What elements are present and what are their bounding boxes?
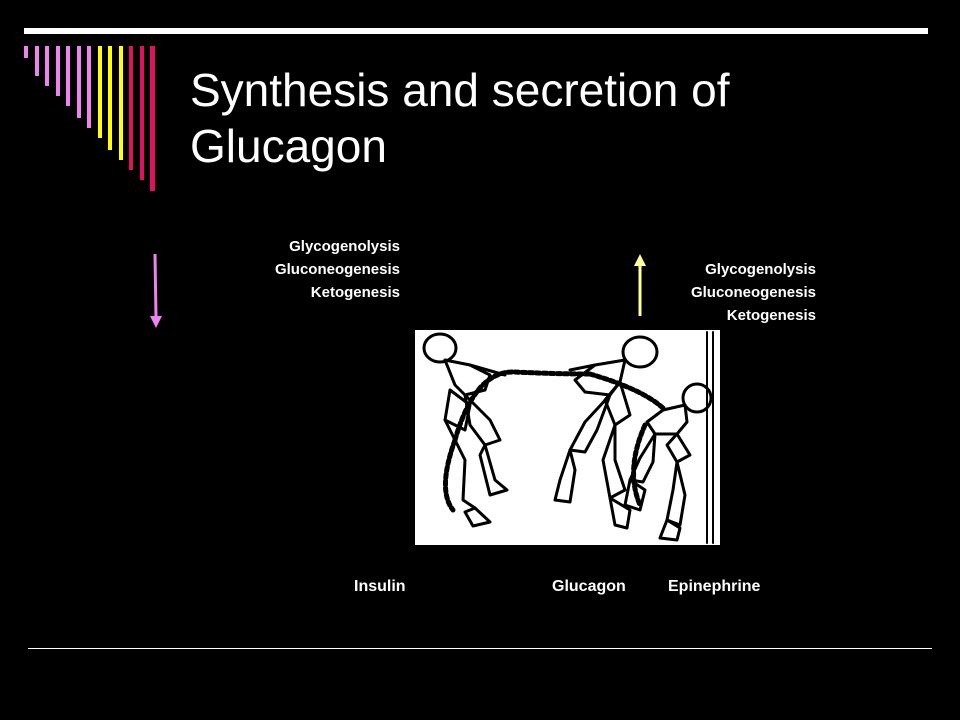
title-line-2: Glucagon xyxy=(190,120,387,172)
down-arrow-icon xyxy=(150,253,162,328)
effect-item: Glycogenolysis xyxy=(705,261,816,278)
left-effects-list: Glycogenolysis Gluconeogenesis Ketogenes… xyxy=(200,235,400,304)
decorative-stripes xyxy=(24,46,155,191)
tug-of-war-illustration xyxy=(415,330,720,545)
top-rule xyxy=(24,28,928,34)
stripe xyxy=(87,46,91,128)
epinephrine-label: Epinephrine xyxy=(668,578,761,595)
effect-item: Ketogenesis xyxy=(310,284,400,301)
stripe xyxy=(24,46,28,58)
bottom-rule xyxy=(28,648,932,649)
slide-title: Synthesis and secretion of Glucagon xyxy=(190,62,890,174)
stripe xyxy=(150,46,155,191)
stripe xyxy=(45,46,49,86)
right-effects-list: Glycogenolysis Gluconeogenesis Ketogenes… xyxy=(614,258,816,327)
effect-item: Ketogenesis xyxy=(726,307,816,324)
insulin-label: Insulin xyxy=(354,578,406,595)
stripe xyxy=(108,46,112,150)
stripe xyxy=(119,46,123,160)
glucagon-label: Glucagon xyxy=(552,578,626,595)
stripe xyxy=(35,46,39,76)
stripe xyxy=(56,46,60,96)
tug-of-war-drawing xyxy=(422,331,714,544)
effect-item: Gluconeogenesis xyxy=(690,284,816,301)
stripe xyxy=(129,46,133,170)
stripe xyxy=(98,46,102,138)
stripe xyxy=(66,46,70,106)
effect-item: Gluconeogenesis xyxy=(274,261,400,278)
stripe xyxy=(77,46,81,118)
stripe xyxy=(140,46,144,180)
effect-item: Glycogenolysis xyxy=(289,238,400,255)
up-arrow-icon xyxy=(634,254,646,316)
title-line-1: Synthesis and secretion of xyxy=(190,64,730,116)
